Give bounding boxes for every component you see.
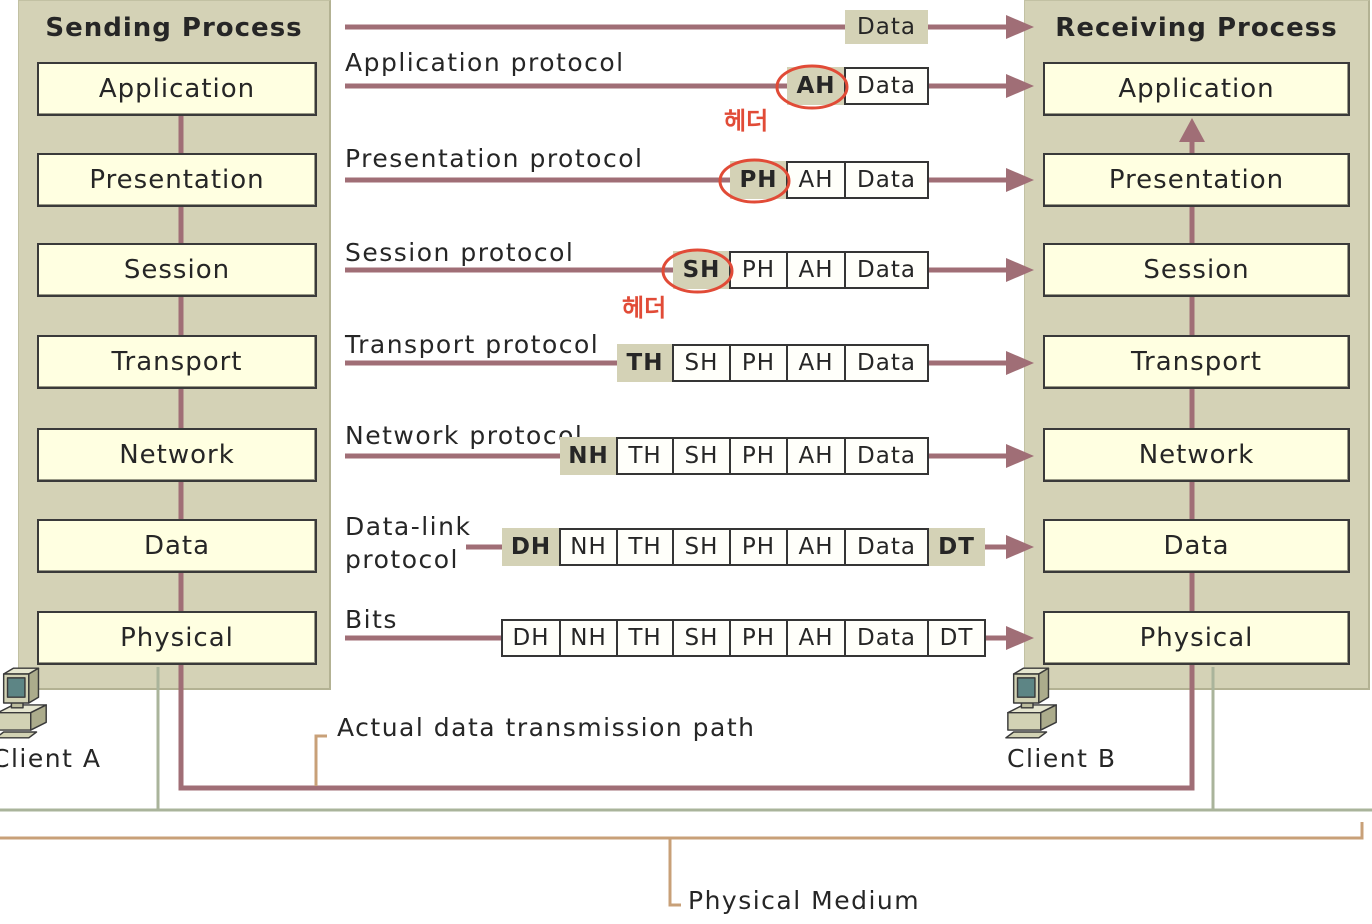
network-protocol-label: Network protocol [345, 421, 584, 450]
transport-protocol-cell-sh: SH [672, 344, 731, 382]
receiving-layer-network: Network [1043, 428, 1350, 482]
session-protocol-cell-ah: AH [786, 251, 846, 289]
computer-icon [1005, 667, 1057, 739]
transport-protocol-cell-th: TH [617, 344, 673, 382]
receiving-layer-data: Data [1043, 519, 1350, 573]
receiving-process-title: Receiving Process [1055, 13, 1338, 43]
sending-layer-data: Data [37, 519, 317, 573]
physical-medium-pointer [668, 838, 681, 907]
data-link-protocol-cell-nh: NH [559, 528, 618, 566]
sending-layer-session: Session [37, 243, 317, 297]
bits-label: Bits [345, 605, 398, 634]
receiving-layer-physical: Physical [1043, 611, 1350, 665]
physical-medium-bracket [0, 822, 1364, 840]
sending-layer-physical: Physical [37, 611, 317, 665]
top-data-arrow [345, 15, 1034, 39]
data-link-protocol-cell-th: TH [616, 528, 674, 566]
network-protocol-cell-data: Data [844, 437, 929, 475]
sending-layer-application: Application [37, 62, 317, 116]
header-annotation-2: 헤더 [622, 294, 667, 322]
network-protocol-cell-ph: PH [729, 437, 788, 475]
data-link-protocol-label-1: Data-link [345, 512, 472, 541]
bits-cell-nh: NH [559, 619, 618, 657]
application-protocol-label: Application protocol [345, 48, 625, 77]
physical-medium-label: Physical Medium [688, 886, 921, 915]
receiving-layer-application: Application [1043, 62, 1350, 116]
bits-cell-th: TH [616, 619, 674, 657]
application-protocol-cell-ah: AH [787, 67, 845, 105]
data-link-protocol-cell-sh: SH [672, 528, 731, 566]
receiving-layer-session: Session [1043, 243, 1350, 297]
client-b-label: Client B [1007, 744, 1117, 773]
application-protocol-cell-data: Data [844, 67, 929, 105]
data-link-protocol-cell-dt: DT [928, 528, 985, 566]
receiving-layer-transport: Transport [1043, 335, 1350, 389]
data-link-protocol-cell-ph: PH [729, 528, 788, 566]
bits-cell-ah: AH [786, 619, 846, 657]
network-protocol-cell-nh: NH [560, 437, 617, 475]
transport-protocol-label: Transport protocol [345, 330, 600, 359]
presentation-protocol-cell-ah: AH [786, 161, 846, 199]
session-protocol-label: Session protocol [345, 238, 575, 267]
bits-cell-dt: DT [927, 619, 986, 657]
sending-layer-presentation: Presentation [37, 153, 317, 207]
computer-icon [0, 667, 47, 739]
header-annotation-1: 헤더 [724, 107, 769, 135]
transmission-path-bracket [314, 734, 327, 786]
data-link-protocol-cell-dh: DH [502, 528, 560, 566]
session-protocol-cell-data: Data [844, 251, 929, 289]
presentation-protocol-label: Presentation protocol [345, 144, 644, 173]
transport-protocol-cell-ph: PH [729, 344, 788, 382]
bits-cell-dh: DH [501, 619, 561, 657]
presentation-protocol-cell-ph: PH [730, 161, 787, 199]
data-link-protocol-cell-ah: AH [786, 528, 846, 566]
client-a-label: Client A [0, 744, 102, 773]
transport-protocol-cell-ah: AH [786, 344, 846, 382]
presentation-protocol-cell-data: Data [844, 161, 929, 199]
sending-layer-transport: Transport [37, 335, 317, 389]
session-protocol-cell-sh: SH [673, 251, 730, 289]
data-link-protocol-label-2: protocol [345, 545, 459, 574]
network-protocol-cell-ah: AH [786, 437, 846, 475]
receiving-layer-presentation: Presentation [1043, 153, 1350, 207]
network-protocol-cell-th: TH [616, 437, 674, 475]
session-protocol-cell-ph: PH [729, 251, 788, 289]
transmission-path-label: Actual data transmission path [337, 713, 756, 742]
sending-layer-network: Network [37, 428, 317, 482]
top-data-cell-data: Data [845, 10, 928, 44]
sending-process-title: Sending Process [45, 13, 303, 43]
network-protocol-cell-sh: SH [672, 437, 731, 475]
data-link-protocol-cell-data: Data [844, 528, 929, 566]
transport-protocol-cell-data: Data [844, 344, 929, 382]
bits-cell-ph: PH [729, 619, 788, 657]
bits-cell-data: Data [844, 619, 929, 657]
bits-cell-sh: SH [672, 619, 731, 657]
